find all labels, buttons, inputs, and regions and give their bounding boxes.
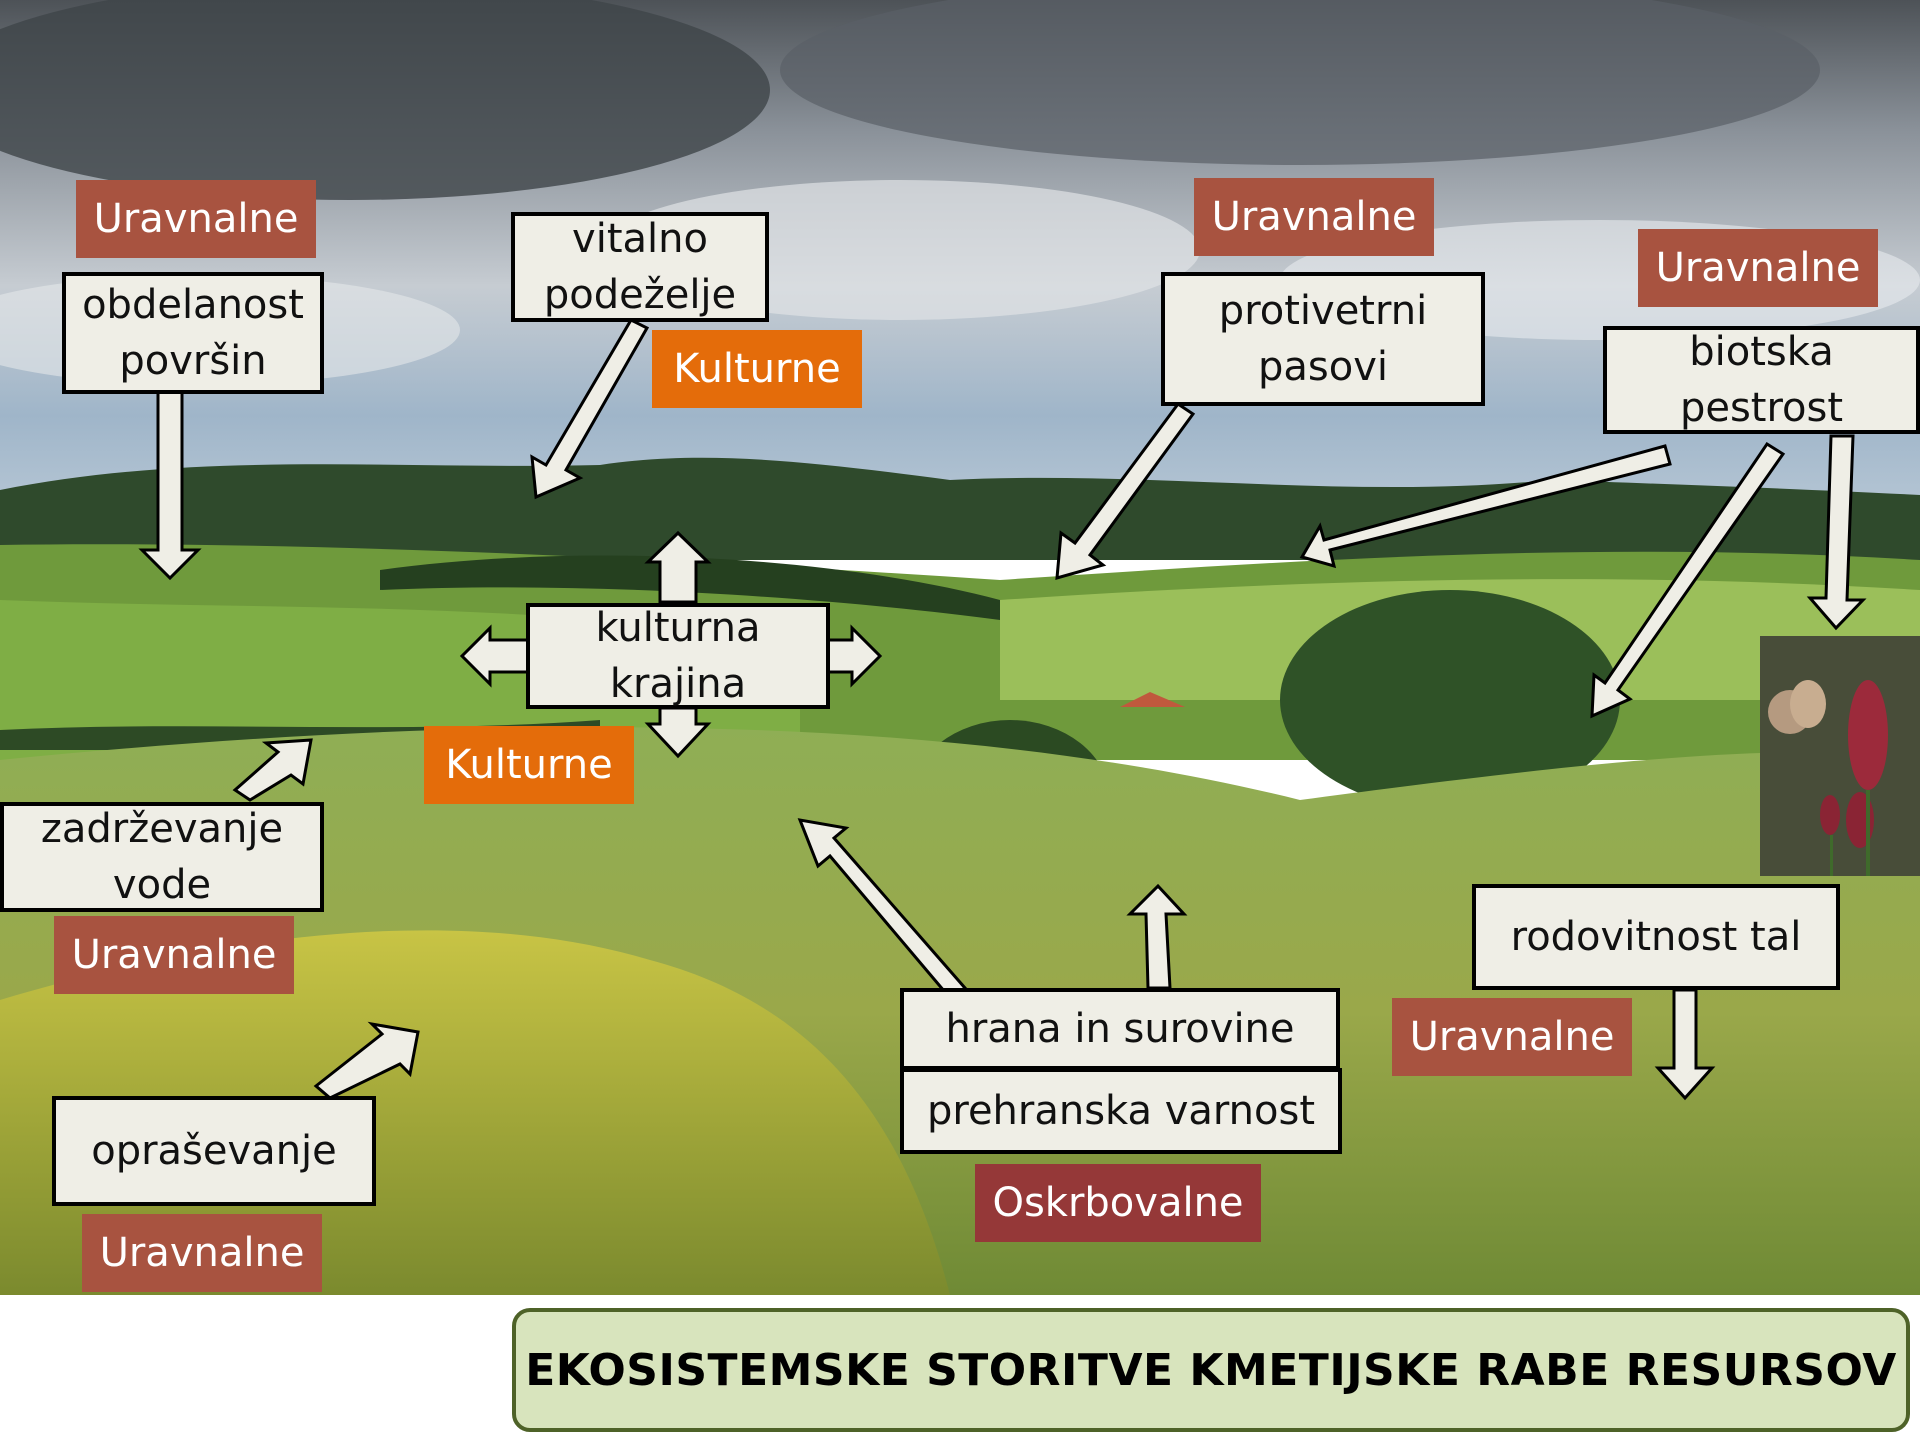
page-title: EKOSISTEMSKE STORITVE KMETIJSKE RABE RES… [525, 1344, 1897, 1396]
tag-uravnalne-oprasevanje: Uravnalne [82, 1214, 322, 1292]
tag-kulturne-vitalno: Kulturne [652, 330, 862, 408]
box-zadrzevanje-vode: zadrževanje vode [0, 802, 324, 912]
box-kulturna-krajina: kulturna krajina [526, 603, 830, 709]
tag-uravnalne-protivetrni: Uravnalne [1194, 178, 1434, 256]
butterfly-photo [1760, 636, 1920, 876]
tag-uravnalne-obdelanost: Uravnalne [76, 180, 316, 258]
box-rodovitnost-tal: rodovitnost tal [1472, 884, 1840, 990]
box-oprasevanje: opraševanje [52, 1096, 376, 1206]
box-protivetrni-pasovi: protivetrni pasovi [1161, 272, 1485, 406]
title-panel: EKOSISTEMSKE STORITVE KMETIJSKE RABE RES… [512, 1308, 1910, 1432]
tag-uravnalne-rodovitnost: Uravnalne [1392, 998, 1632, 1076]
box-biotska-pestrost: biotska pestrost [1603, 326, 1920, 434]
box-vitalno-podezelje: vitalno podeželje [511, 212, 769, 322]
box-obdelanost-povrsin: obdelanost površin [62, 272, 324, 394]
tag-uravnalne-biotska: Uravnalne [1638, 229, 1878, 307]
box-prehranska-varnost: prehranska varnost [900, 1068, 1342, 1154]
tag-kulturne-krajina: Kulturne [424, 726, 634, 804]
tag-oskrbovalne: Oskrbovalne [975, 1164, 1261, 1242]
tag-uravnalne-zadrzevanje: Uravnalne [54, 916, 294, 994]
box-hrana-in-surovine: hrana in surovine [900, 988, 1340, 1070]
